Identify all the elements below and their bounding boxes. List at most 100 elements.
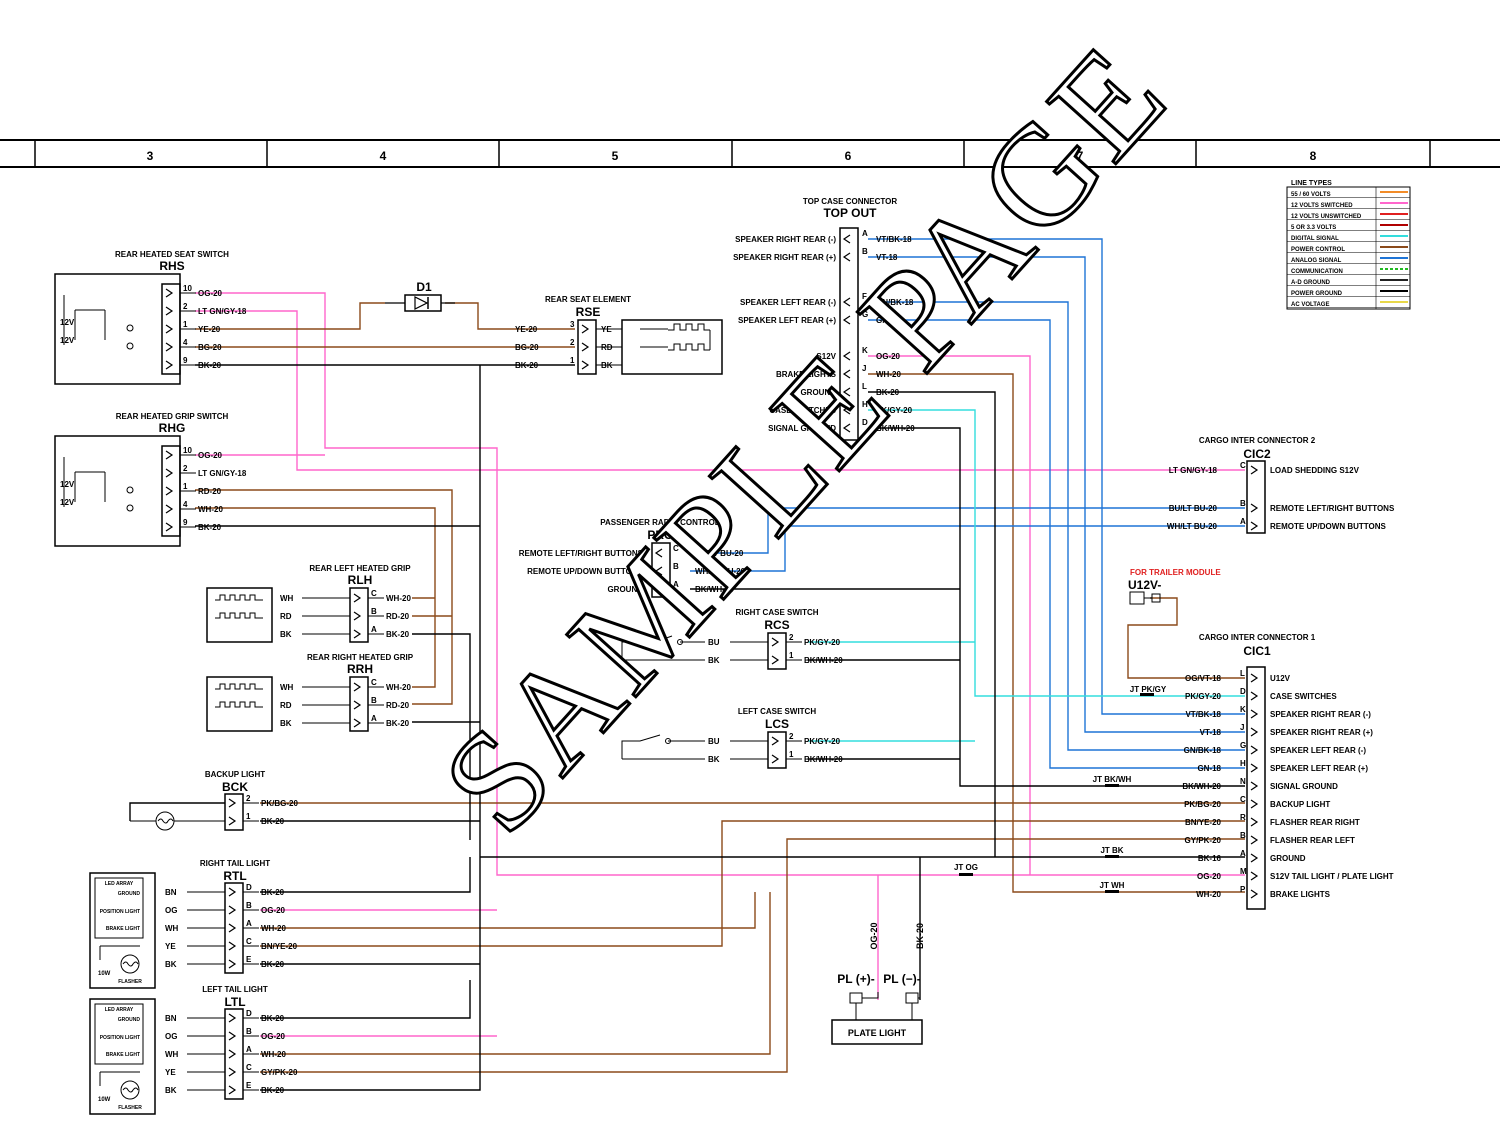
cic2-pin-chevron bbox=[1250, 503, 1259, 513]
rhg-wire-label: OG-20 bbox=[198, 451, 223, 460]
rtl-pin-label: D bbox=[246, 883, 252, 892]
rtl-led-position: POSITION LIGHT bbox=[100, 909, 140, 915]
cic1-row-label: U12V bbox=[1270, 674, 1291, 683]
rtl-watt: 10W bbox=[98, 971, 111, 977]
splice-bk: JT BK bbox=[1100, 846, 1123, 855]
rrh-pin-label: A bbox=[371, 714, 377, 723]
wire-wh-ltl bbox=[260, 892, 771, 1055]
rhs-pin-chevron bbox=[165, 306, 174, 316]
rrh-left-label: WH bbox=[280, 683, 294, 692]
rse-in-wire: BG-20 bbox=[515, 343, 539, 352]
rtl-left-label: BN bbox=[165, 888, 177, 897]
cic1-wire-label: GY/PK-20 bbox=[1185, 836, 1222, 845]
wire-rd-rhg bbox=[195, 489, 453, 705]
cic2-wire-label: BU/LT BU-20 bbox=[1169, 504, 1218, 513]
bck-title: BACKUP LIGHT bbox=[205, 770, 265, 779]
cargo-inter-connector-1: CARGO INTER CONNECTOR 1 CIC1 OG/VT-18LU1… bbox=[1182, 633, 1394, 910]
ltl-right-label: WH-20 bbox=[261, 1050, 286, 1059]
top-pin-letter: H bbox=[862, 400, 868, 409]
lcs-pin-chevron bbox=[771, 754, 780, 764]
ltl-left-label: OG bbox=[165, 1032, 177, 1041]
top-row-label: SPEAKER LEFT REAR (-) bbox=[740, 298, 836, 307]
prc-title: PASSENGER RADIO CONTROL bbox=[600, 518, 720, 527]
top-row-label: S12V bbox=[816, 352, 836, 361]
top-case-connector: TOP CASE CONNECTOR TOP OUT SPEAKER RIGHT… bbox=[733, 197, 915, 441]
rcs-pin-label: 1 bbox=[789, 651, 794, 660]
plate-bk-wire: BK-20 bbox=[915, 923, 925, 949]
legend-label: 12 VOLTS SWITCHED bbox=[1291, 203, 1353, 209]
top-wire-label: VT/BK-18 bbox=[876, 235, 912, 244]
rhg-pin-chevron bbox=[165, 486, 174, 496]
wire-pkgy-top bbox=[868, 409, 1245, 697]
legend-label: POWER GROUND bbox=[1291, 291, 1343, 297]
top-wire-label: VT-18 bbox=[876, 253, 898, 262]
cic1-pin-chevron bbox=[1250, 799, 1259, 809]
rse-in-wire: BK-20 bbox=[515, 361, 539, 370]
rlh-left-label: BK bbox=[280, 630, 292, 639]
diode-d1: D1 bbox=[385, 280, 455, 312]
cic1-row-label: CASE SWITCHES bbox=[1270, 692, 1337, 701]
ltl-flasher-icon bbox=[120, 1080, 140, 1100]
top-pin-chevron bbox=[842, 351, 851, 361]
wire-bkwh-top bbox=[868, 427, 1245, 787]
rrh-id: RRH bbox=[347, 662, 373, 676]
legend-label: 5 OR 3.3 VOLTS bbox=[1291, 225, 1336, 231]
rhs-wire-label: LT GN/GY-18 bbox=[198, 307, 247, 316]
splice-bkwh: JT BK/WH bbox=[1093, 775, 1132, 784]
prc-pin-chevron bbox=[654, 584, 663, 594]
rhs-wire-label: BG-20 bbox=[198, 343, 222, 352]
rhg-pin-chevron bbox=[165, 504, 174, 514]
cic1-wire-label: BK/WH-20 bbox=[1182, 782, 1221, 791]
rhs-pin-number: 2 bbox=[183, 302, 188, 311]
rrh-pin-label: B bbox=[371, 696, 377, 705]
rse-pin-number: 3 bbox=[570, 320, 575, 329]
rhg-wire-label: WH-20 bbox=[198, 505, 223, 514]
rtl-right-label: WH-20 bbox=[261, 924, 286, 933]
cic1-row-label: GROUND bbox=[1270, 854, 1306, 863]
lcs-left-label: BK bbox=[708, 755, 720, 764]
rhg-pin-number: 4 bbox=[183, 500, 188, 509]
cic2-id: CIC2 bbox=[1243, 447, 1271, 461]
cic2-row-label: LOAD SHEDDING S12V bbox=[1270, 466, 1360, 475]
top-wire-label: BK-20 bbox=[876, 388, 900, 397]
lcs-pin-chevron bbox=[771, 736, 780, 746]
top-title: TOP CASE CONNECTOR bbox=[803, 197, 897, 206]
rtl-id: RTL bbox=[223, 869, 246, 883]
rtl-led-brake: BRAKE LIGHT bbox=[106, 926, 140, 932]
d1-id: D1 bbox=[416, 280, 432, 294]
rtl-left-label: OG bbox=[165, 906, 177, 915]
rse-title: REAR SEAT ELEMENT bbox=[545, 295, 631, 304]
rtl-right-label: BK-20 bbox=[261, 960, 285, 969]
wire-gn bbox=[868, 319, 1245, 769]
prc-row-label: GROUND bbox=[607, 585, 643, 594]
cic1-wire-label: BK-16 bbox=[1198, 854, 1222, 863]
grid-col-6: 6 bbox=[845, 149, 852, 163]
ltl-pin-chevron bbox=[228, 1049, 237, 1059]
rhg-pin-number: 10 bbox=[183, 446, 192, 455]
lcs-title: LEFT CASE SWITCH bbox=[738, 707, 816, 716]
rcs-pin-chevron bbox=[771, 637, 780, 647]
top-row-label: SPEAKER RIGHT REAR (-) bbox=[735, 235, 836, 244]
top-wire-label: BK/WH-20 bbox=[876, 424, 915, 433]
rlh-pin-label: A bbox=[371, 625, 377, 634]
rrh-pin-label: C bbox=[371, 678, 377, 687]
rhs-pin-chevron bbox=[165, 288, 174, 298]
rrh-pin-chevron bbox=[353, 700, 362, 710]
ltl-left-label: WH bbox=[165, 1050, 179, 1059]
top-pin-chevron bbox=[842, 423, 851, 433]
ltl-id: LTL bbox=[224, 995, 245, 1009]
wire-ye-rhs bbox=[195, 302, 385, 330]
trailer-note: FOR TRAILER MODULE bbox=[1130, 568, 1221, 577]
top-id: TOP OUT bbox=[824, 206, 878, 220]
bck-pin-chevron bbox=[228, 816, 237, 826]
cic2-pin-letter: B bbox=[1240, 499, 1246, 508]
cic2-pin-letter: A bbox=[1240, 517, 1246, 526]
splice-pkgy: JT PK/GY bbox=[1130, 685, 1167, 694]
rhs-wire-label: YE-20 bbox=[198, 325, 221, 334]
cic1-pin-letter: J bbox=[1240, 723, 1244, 732]
rhg-lamp-2: 12V bbox=[60, 498, 75, 507]
rtl-pin-chevron bbox=[228, 959, 237, 969]
prc-pin-letter: B bbox=[673, 562, 679, 571]
